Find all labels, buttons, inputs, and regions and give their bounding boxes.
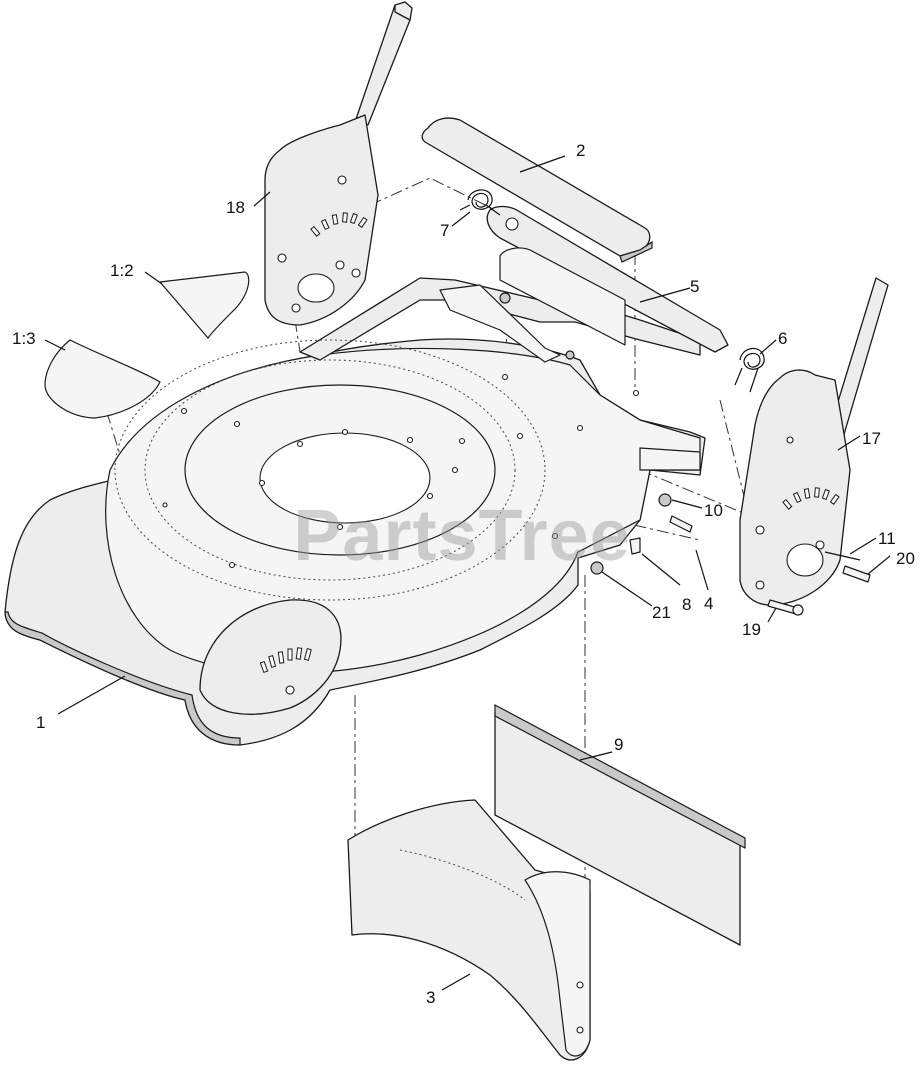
watermark-text: PartsTree [293,496,630,576]
decal-1-2 [159,271,250,339]
deck-bolt-holes [162,373,640,569]
callout-17: 17 [862,429,881,448]
discharge-chute [347,799,591,1061]
callout-21: 21 [652,603,671,622]
callout-4: 4 [704,594,713,613]
deck-housing [4,277,706,746]
rear-flap [494,704,746,946]
callout-labels: 1 1:2 1:3 2 3 4 5 6 7 8 9 10 11 17 18 19… [12,141,915,1007]
callout-9: 9 [614,735,623,754]
decal-1-3 [44,339,161,419]
spring-left [459,189,501,216]
callout-7: 7 [440,221,449,240]
callout-18: 18 [226,198,245,217]
callout-11: 11 [878,529,896,548]
hardware-fasteners [499,292,871,616]
left-bracket-notches [310,212,368,237]
callout-1-2: 1:2 [110,261,134,280]
callout-6: 6 [778,329,787,348]
cover-bar [421,117,653,263]
right-bracket-notches [782,487,840,510]
callout-1-3: 1:3 [12,329,36,348]
callout-2: 2 [576,141,585,160]
callout-leaders [44,155,891,991]
spring-right [734,347,765,393]
left-height-bracket [264,1,413,326]
callout-3: 3 [426,988,435,1007]
wheel-well-vents [259,647,312,674]
callout-19: 19 [742,620,761,639]
right-height-bracket [739,277,889,606]
callout-8: 8 [682,595,691,614]
callout-20: 20 [896,549,915,568]
callout-5: 5 [690,277,699,296]
adjust-bar [486,205,729,353]
callout-1: 1 [36,713,45,732]
callout-10: 10 [704,501,723,520]
